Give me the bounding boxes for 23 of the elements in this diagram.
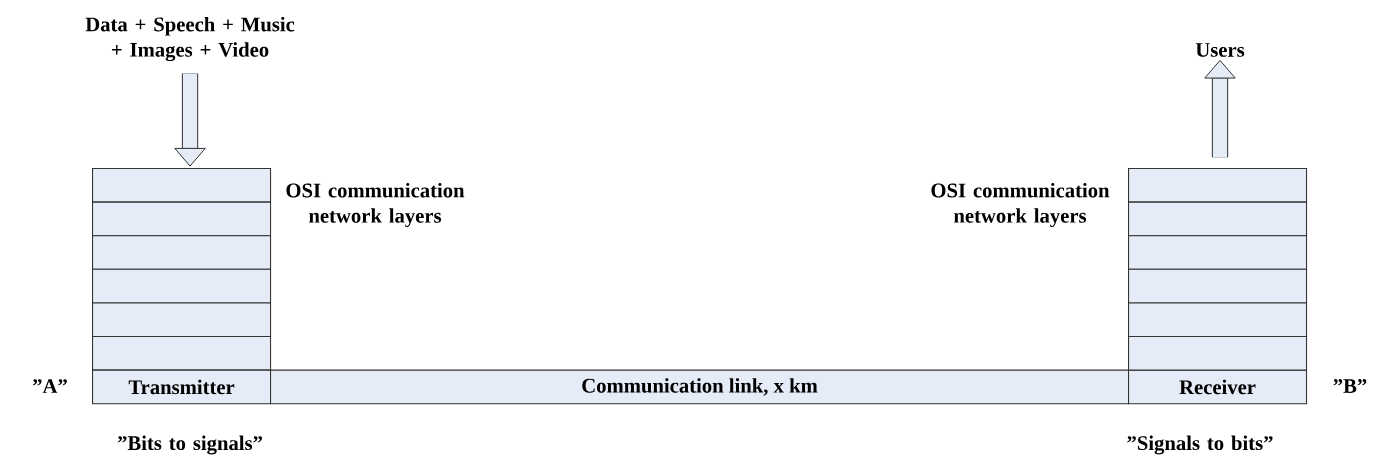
layer-box [1128, 235, 1308, 270]
text-label: Data + Speech + Music + Images + Video [85, 16, 295, 62]
text-label: OSI communication network layers [931, 182, 1110, 228]
text-label: ”Bits to signals” [117, 435, 262, 455]
labeled-box: Transmitter [92, 369, 272, 405]
text-label: OSI communication network layers [286, 182, 465, 228]
labeled-box: Receiver [1128, 369, 1308, 405]
layer-box [92, 302, 272, 338]
layer-box [1128, 302, 1308, 338]
block-arrow [1204, 60, 1236, 158]
layer-box [1128, 268, 1308, 304]
layer-box [92, 235, 272, 270]
text-label: ”B” [1333, 379, 1367, 393]
layer-box [92, 268, 272, 304]
layer-box [92, 336, 272, 371]
layer-box [92, 201, 272, 237]
text-label: Users [1195, 43, 1245, 57]
layer-box [1128, 168, 1308, 203]
layer-box [1128, 201, 1308, 237]
layer-box [1128, 336, 1308, 371]
text-label: ”Signals to bits” [1127, 435, 1273, 455]
text-label: ”A” [33, 379, 67, 393]
block-arrow [174, 73, 206, 167]
